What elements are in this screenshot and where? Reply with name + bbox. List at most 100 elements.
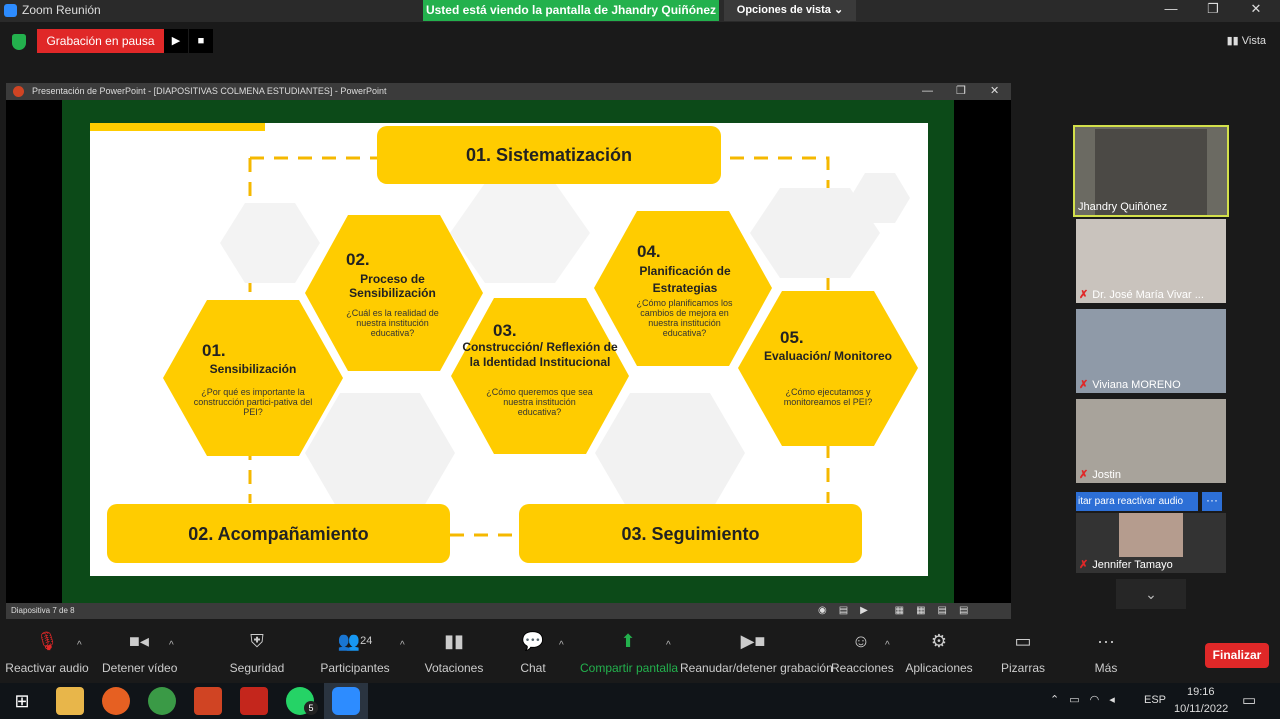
file-explorer-icon[interactable] [56, 687, 84, 715]
ppt-close-button[interactable]: ✕ [990, 85, 1000, 97]
participant-name: Jhandry Quiñónez [1078, 201, 1168, 213]
input-language[interactable]: ESP [1144, 694, 1167, 706]
whatsapp-icon[interactable]: 5 [286, 687, 318, 715]
zoom-taskbar-slot[interactable] [324, 683, 368, 719]
security-button[interactable]: ⛨Seguridad [227, 626, 287, 682]
whiteboards-button[interactable]: ▭Pizarras [998, 626, 1048, 682]
stop-video-button[interactable]: ■◂Detener vídeo [102, 626, 177, 682]
video-camera-icon: ■◂ [129, 631, 149, 651]
hex-4-number: 04. [637, 242, 661, 261]
chat-button[interactable]: 💬Chat [513, 626, 553, 682]
people-icon: 👥24 [337, 631, 373, 651]
slide-bottom-left-banner: 02. Acompañamiento [188, 524, 369, 544]
resume-recording-button[interactable]: ▶ [164, 29, 188, 53]
more-dots-icon: ··· [1097, 631, 1115, 651]
video-tile[interactable]: ✗Viviana MORENO [1076, 309, 1226, 393]
video-tile[interactable]: ✗Jostin [1076, 399, 1226, 483]
smiley-icon: ☺ [851, 631, 871, 651]
record-controls-icon: ▶■ [740, 631, 766, 651]
powerpoint-title-bar: Presentación de PowerPoint - [DIAPOSITIV… [6, 83, 1011, 100]
whiteboard-icon: ▭ [1014, 631, 1032, 651]
notifications-icon[interactable]: ▭ [1242, 692, 1257, 709]
pdf-reader-icon[interactable] [240, 687, 268, 715]
hex-2 [305, 215, 483, 371]
end-meeting-button[interactable]: Finalizar [1205, 643, 1269, 668]
firefox-icon[interactable] [102, 687, 130, 715]
hex-5-title: Evaluación/ Monitoreo [763, 349, 892, 363]
system-tray-icons[interactable]: ⌃▭◠◂ [1050, 694, 1125, 706]
video-tile[interactable]: ✗Jennifer Tamayo [1076, 513, 1226, 573]
ppt-restore-button[interactable]: ❐ [956, 85, 966, 97]
reactions-button[interactable]: ☺Reacciones [831, 626, 894, 682]
unmute-hint-bubble[interactable]: itar para reactivar audio [1076, 492, 1198, 511]
hex-5 [738, 291, 918, 446]
meeting-toolbar: 🎙Reactivar audio ^ ■◂Detener vídeo ^ ⛨Se… [0, 626, 1280, 682]
zoom-taskbar-icon [332, 687, 360, 715]
viewing-screen-banner: Usted está viendo la pantalla de Jhandry… [423, 0, 719, 21]
hex-4-title: Planificación de Estrategias [639, 264, 731, 295]
slide: 01. Sistematización 02. Acompañamiento 0… [90, 123, 928, 576]
participants-count: 24 [360, 635, 373, 647]
muted-mic-icon: ✗ [1079, 379, 1089, 391]
chrome-icon[interactable] [148, 687, 176, 715]
ppt-minimize-button[interactable]: — [922, 85, 933, 97]
video-options-caret[interactable]: ^ [169, 640, 174, 651]
stop-recording-button[interactable]: ■ [189, 29, 213, 53]
zoom-logo-icon [4, 4, 17, 17]
share-screen-button[interactable]: ⬆Compartir pantalla [580, 626, 678, 682]
clock-time[interactable]: 19:16 [1187, 686, 1215, 698]
more-button[interactable]: ···Más [1086, 626, 1126, 682]
tile-more-button[interactable]: ··· [1202, 492, 1222, 511]
muted-mic-icon: ✗ [1079, 289, 1089, 301]
polls-button[interactable]: ▮▮Votaciones [424, 626, 484, 682]
hex-5-question: ¿Cómo ejecutamos y monitoreamos el PEI? [783, 387, 873, 407]
bar-chart-icon: ▮▮ [444, 631, 464, 651]
muted-mic-icon: 🎙 [35, 631, 59, 651]
hex-5-number: 05. [780, 328, 804, 347]
resume-stop-recording-button[interactable]: ▶■Reanudar/detener grabación [680, 626, 833, 682]
slide-bottom-right-banner: 03. Seguimiento [621, 524, 760, 544]
scroll-down-button[interactable]: ⌄ [1116, 579, 1186, 609]
recording-bar: Grabación en pausa ▶ ■ ▮▮ Vista [0, 22, 1280, 64]
hex-3-question: ¿Cómo queremos que sea nuestra instituci… [486, 387, 593, 417]
windows-start-icon[interactable]: ⊞ [14, 691, 30, 711]
window-title: Zoom Reunión [22, 3, 101, 17]
hex-3-number: 03. [493, 321, 517, 340]
hex-4-question: ¿Cómo planificamos los cambios de mejora… [636, 298, 733, 338]
hex-3 [451, 298, 629, 454]
share-options-caret[interactable]: ^ [666, 640, 671, 651]
participant-name: Dr. José María Vivar ... [1092, 289, 1204, 301]
participants-options-caret[interactable]: ^ [400, 640, 405, 651]
close-button[interactable]: ✕ [1250, 1, 1262, 16]
shared-powerpoint-window: Presentación de PowerPoint - [DIAPOSITIV… [6, 83, 1011, 619]
audio-options-caret[interactable]: ^ [77, 640, 82, 651]
muted-mic-icon: ✗ [1079, 559, 1089, 571]
view-controls-icons[interactable]: ◉▤▶ ▦▦▤▤ [818, 605, 981, 616]
apps-icon: ⚙ [930, 631, 948, 651]
hex-2-question: ¿Cuál es la realidad de nuestra instituc… [346, 308, 439, 338]
hex-4 [594, 211, 772, 366]
restore-button[interactable]: ❐ [1207, 1, 1219, 16]
clock-date[interactable]: 10/11/2022 [1174, 703, 1229, 715]
video-feed [1119, 513, 1183, 557]
reactions-options-caret[interactable]: ^ [885, 640, 890, 651]
recording-paused-label: Grabación en pausa [37, 29, 164, 53]
view-options-button[interactable]: Opciones de vista ⌄ [724, 0, 856, 21]
participant-name: Viviana MORENO [1092, 379, 1181, 391]
powerpoint-taskbar-icon[interactable] [194, 687, 222, 715]
apps-button[interactable]: ⚙Aplicaciones [904, 626, 974, 682]
hex-1-question: ¿Por qué es importante la construcción p… [193, 387, 313, 417]
view-button[interactable]: ▮▮ Vista [1226, 35, 1266, 47]
minimize-button[interactable]: — [1164, 1, 1178, 16]
video-tile[interactable]: ✗Dr. José María Vivar ... [1076, 219, 1226, 303]
participant-name: Jennifer Tamayo [1092, 559, 1173, 571]
hex-3-title: Construcción/ Reflexión de la Identidad … [462, 340, 618, 369]
slide-counter: Diapositiva 7 de 8 [11, 606, 75, 615]
chat-options-caret[interactable]: ^ [559, 640, 564, 651]
powerpoint-title: Presentación de PowerPoint - [DIAPOSITIV… [32, 86, 387, 96]
video-tile-active-speaker[interactable]: Jhandry Quiñónez [1073, 125, 1229, 217]
share-screen-icon: ⬆ [620, 631, 636, 651]
unmute-button[interactable]: 🎙Reactivar audio [5, 626, 89, 682]
slide-top-banner: 01. Sistematización [465, 145, 633, 165]
